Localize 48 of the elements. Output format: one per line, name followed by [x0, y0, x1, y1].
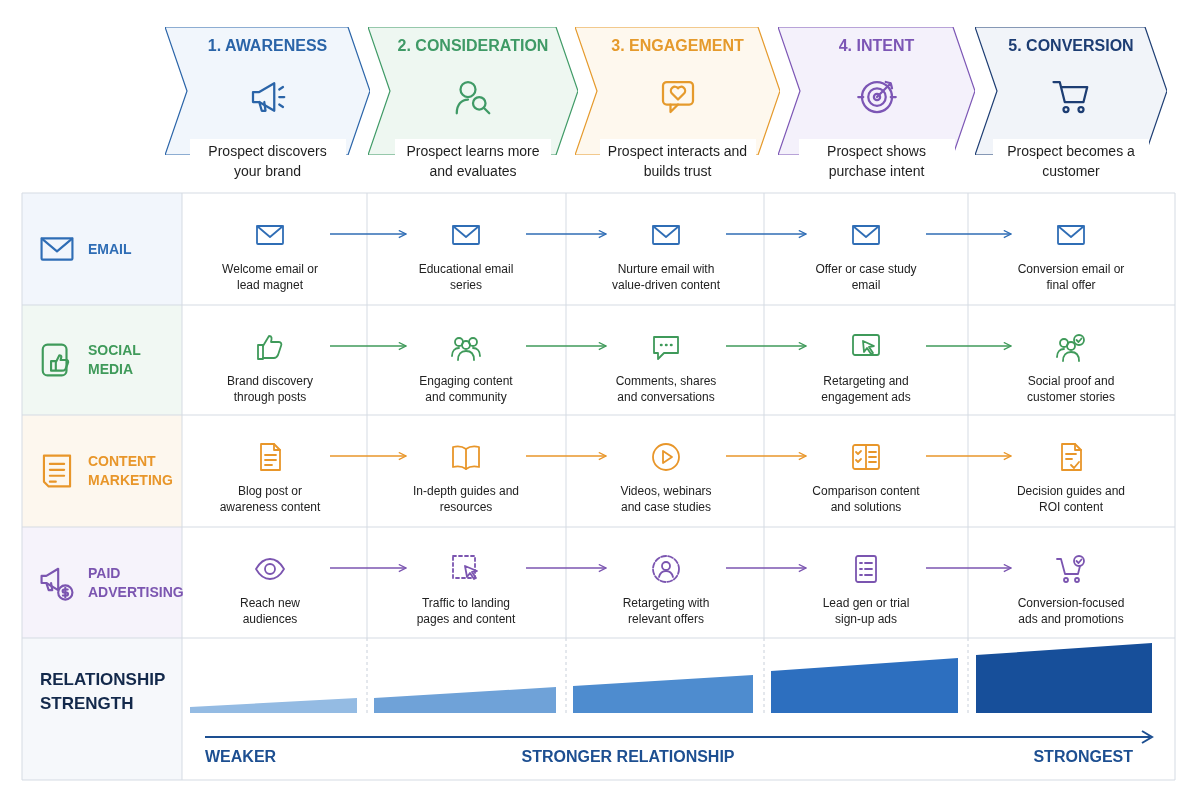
arrow: [725, 341, 807, 351]
arrow: [329, 563, 407, 573]
tactic-text: Engaging content and community: [418, 373, 514, 405]
row-label: RELATIONSHIP STRENGTH: [40, 669, 166, 715]
arrow: [725, 229, 807, 239]
arrow: [925, 563, 1012, 573]
tactic-text: Nurture email with value-driven content: [610, 261, 722, 293]
channel-label: CONTENT MARKETING: [88, 452, 174, 490]
arrow: [725, 563, 807, 573]
tactic-text: Conversion email or final offer: [1016, 261, 1126, 293]
tactic-text: Retargeting and engagement ads: [820, 373, 912, 405]
tactic-text: Blog post or awareness content: [218, 483, 322, 515]
tactic-text: Conversion-focused ads and promotions: [1016, 595, 1126, 627]
tactic-text: Retargeting with relevant offers: [621, 595, 711, 627]
tactic-text: Comparison content and solutions: [811, 483, 921, 515]
channel-label: SOCIAL MEDIA: [88, 341, 142, 379]
channel-label: EMAIL: [88, 239, 133, 259]
tactic-text: Social proof and customer stories: [1026, 373, 1116, 405]
stage-title: 3. ENGAGEMENT: [610, 37, 745, 55]
tactic-text: Reach new audiences: [238, 595, 301, 627]
tactic-text: Traffic to landing pages and content: [415, 595, 517, 627]
arrow: [925, 451, 1012, 461]
arrow: [329, 341, 407, 351]
tactic-text: Educational email series: [417, 261, 515, 293]
tactic-text: Offer or case study email: [814, 261, 918, 293]
arrow: [925, 229, 1012, 239]
tactic-text: Decision guides and ROI content: [1015, 483, 1127, 515]
tactic-text: Welcome email or lead magnet: [221, 261, 319, 293]
tactic-text: Lead gen or trial sign-up ads: [821, 595, 911, 627]
tactic-text: Brand discovery through posts: [225, 373, 314, 405]
scale-label: STRONGEST: [1033, 748, 1133, 766]
arrow: [329, 229, 407, 239]
arrow: [525, 229, 607, 239]
arrow: [925, 341, 1012, 351]
arrow: [725, 451, 807, 461]
stage-title: 2. CONSIDERATION: [396, 37, 550, 55]
stage-title: 4. INTENT: [837, 37, 916, 55]
arrow: [329, 451, 407, 461]
tactic-text: Comments, shares and conversations: [614, 373, 718, 405]
arrow: [525, 563, 607, 573]
scale-label: STRONGER RELATIONSHIP: [521, 748, 735, 766]
arrow: [525, 341, 607, 351]
arrow: [525, 451, 607, 461]
tactic-text: Videos, webinars and case studies: [619, 483, 713, 515]
scale-label: WEAKER: [205, 748, 277, 766]
tactic-text: In-depth guides and resources: [411, 483, 521, 515]
stage-title: 1. AWARENESS: [206, 37, 329, 55]
stage-title: 5. CONVERSION: [1007, 37, 1135, 55]
